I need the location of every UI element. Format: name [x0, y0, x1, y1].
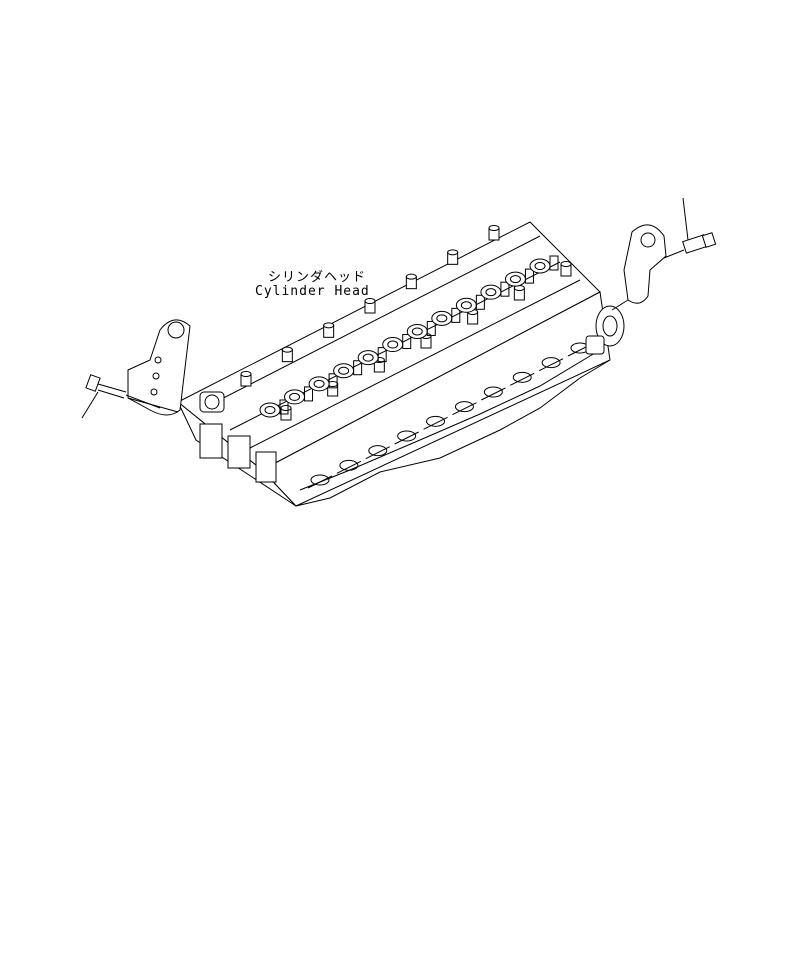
- bolt-right-drawing: [663, 197, 717, 259]
- lifting-bracket-left-drawing: [127, 319, 191, 416]
- cylinder-head-drawing: [177, 221, 625, 507]
- bolt-left-drawing: [81, 374, 161, 419]
- part-label-english: Cylinder Head: [255, 284, 370, 299]
- part-label-japanese: シリンダヘッド: [268, 270, 367, 285]
- lifting-bracket-right-drawing: [611, 224, 667, 311]
